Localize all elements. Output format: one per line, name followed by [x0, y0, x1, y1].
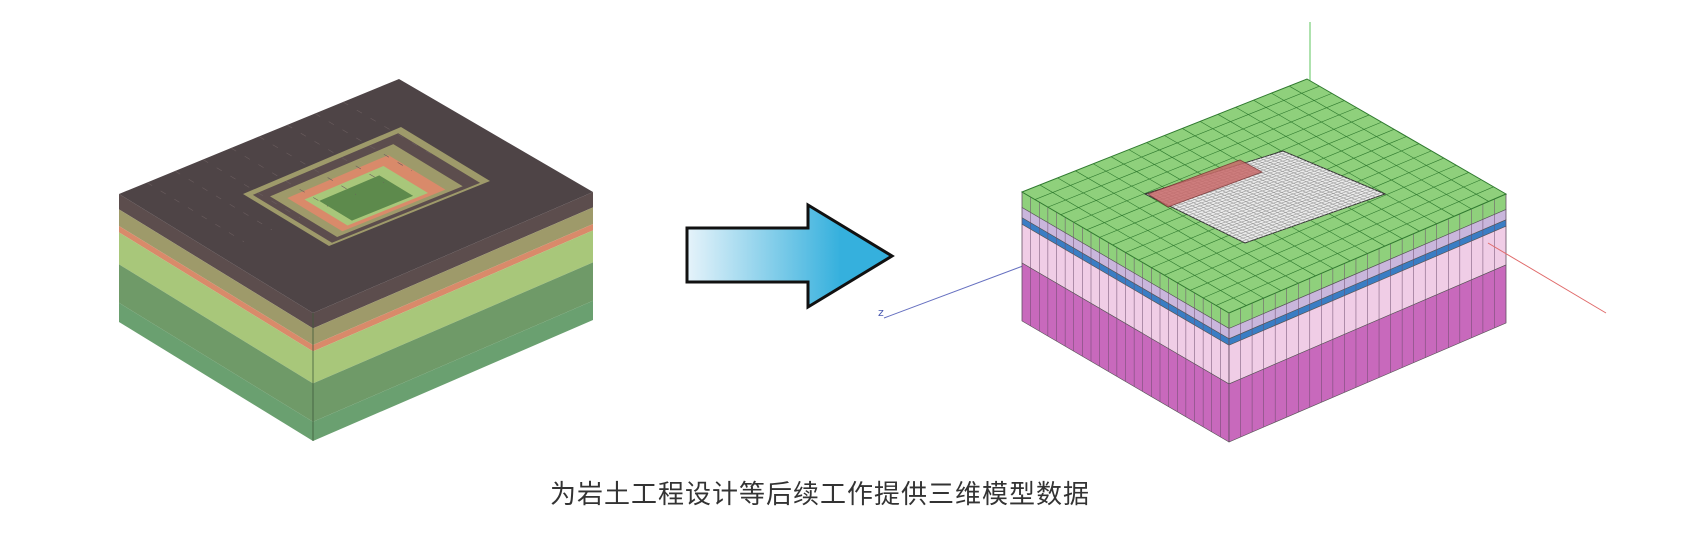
mesh-line — [1234, 189, 1375, 239]
left-face-layer — [119, 226, 313, 352]
surface-crease — [230, 147, 329, 207]
right-face-layer — [313, 224, 593, 352]
mesh-line — [1190, 172, 1469, 291]
mesh-line — [1228, 186, 1369, 236]
mesh-line — [1231, 187, 1372, 237]
mesh-line — [1264, 156, 1367, 201]
axis-label-z: z — [878, 306, 884, 319]
right-face-layer — [313, 262, 593, 422]
surface-crease — [314, 113, 413, 172]
mesh-line — [1203, 179, 1482, 299]
mesh-line — [1289, 85, 1489, 202]
surface-crease — [342, 101, 441, 160]
caption: 为岩土工程设计等后续工作提供三维模型数据 — [550, 480, 1091, 510]
surface-crease — [174, 170, 273, 231]
mesh-line — [1269, 155, 1372, 200]
arrow-shape — [685, 202, 895, 310]
left-face-layer — [119, 302, 313, 441]
left-face-layer — [119, 209, 313, 345]
surface-crease — [202, 159, 301, 219]
mesh-line — [1235, 106, 1437, 225]
left-face-layer — [119, 232, 313, 384]
left-face-layer — [119, 264, 313, 422]
axis-x — [1487, 242, 1607, 314]
right-face-layer — [313, 192, 593, 329]
pit-layer — [319, 175, 414, 221]
pit-mesh-red-zone — [1147, 159, 1263, 208]
right-face-layer — [313, 230, 593, 384]
mesh-line — [1215, 186, 1494, 306]
surface-crease — [146, 182, 245, 242]
left-face-layer — [119, 194, 313, 329]
mesh-line — [1273, 153, 1376, 198]
surface-crease — [286, 124, 385, 183]
surface-crease — [258, 136, 357, 195]
mesh-line — [1238, 190, 1379, 241]
mesh-line — [1271, 92, 1472, 210]
mesh-line — [1278, 152, 1381, 196]
right-face-layer — [313, 207, 593, 345]
right-face-layer — [313, 300, 593, 441]
mesh-line — [1177, 164, 1457, 284]
mesh-line — [1253, 99, 1455, 217]
mesh-line — [1241, 192, 1382, 242]
